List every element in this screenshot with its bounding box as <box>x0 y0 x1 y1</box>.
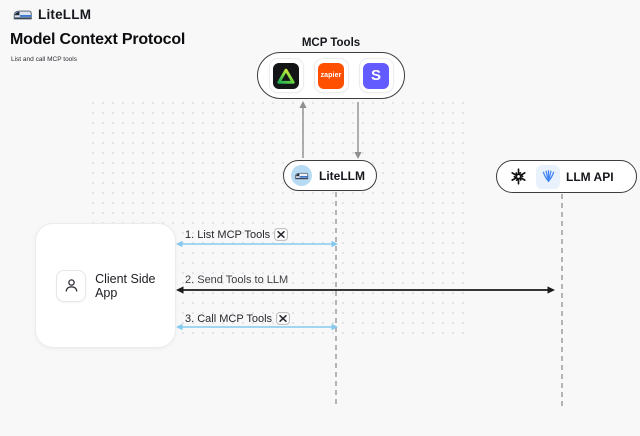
page-title: Model Context Protocol <box>10 31 186 48</box>
person-icon <box>56 269 87 302</box>
tool-tile-frame <box>268 58 304 93</box>
mcp-tools-node: zapier S <box>257 52 405 99</box>
flow-2-arrow <box>176 286 555 294</box>
llm-api-node: LLM API <box>496 160 637 193</box>
brand-label: LiteLLM <box>38 7 92 22</box>
flow-3-arrow <box>176 323 338 331</box>
tool-tile-frame: S <box>358 58 394 93</box>
crossed-tools-icon <box>276 312 290 325</box>
crossed-tools-icon <box>274 228 289 241</box>
llm-api-lifeline <box>561 194 563 408</box>
zapier-wordmark: zapier <box>320 72 342 79</box>
llm-api-node-label: LLM API <box>566 169 614 184</box>
flow-1-arrow <box>176 240 338 248</box>
provider-fan-icon <box>536 164 560 189</box>
litellm-train-icon <box>291 165 312 186</box>
litellm-train-icon <box>12 8 33 22</box>
triangle-tool-icon <box>273 62 299 89</box>
stripe-icon: S <box>363 62 389 89</box>
arrow-up-to-mcp <box>299 101 307 158</box>
flow-3-label: 3. Call MCP Tools <box>185 312 273 325</box>
litellm-lifeline <box>335 192 337 408</box>
client-node-label: Client Side App <box>95 271 156 300</box>
litellm-node-label: LiteLLM <box>319 168 365 183</box>
flow-3-label-row: 3. Call MCP Tools <box>185 312 290 325</box>
stripe-letter: S <box>370 67 381 84</box>
litellm-node: LiteLLM <box>283 160 377 191</box>
client-side-app-node: Client Side App <box>35 223 176 348</box>
page-subtitle: List and call MCP tools <box>11 56 77 63</box>
arrow-down-to-litellm <box>354 102 362 159</box>
openai-icon <box>506 164 530 189</box>
tool-tile-frame: zapier <box>313 58 349 93</box>
flow-2-label-row: 2. Send Tools to LLM <box>185 274 288 286</box>
flow-1-label-row: 1. List MCP Tools <box>185 228 289 241</box>
flow-1-label: 1. List MCP Tools <box>185 228 271 241</box>
zapier-icon: zapier <box>318 62 344 89</box>
flow-2-label: 2. Send Tools to LLM <box>185 274 289 286</box>
mcp-tools-label: MCP Tools <box>301 37 361 49</box>
brand: LiteLLM <box>12 7 91 22</box>
